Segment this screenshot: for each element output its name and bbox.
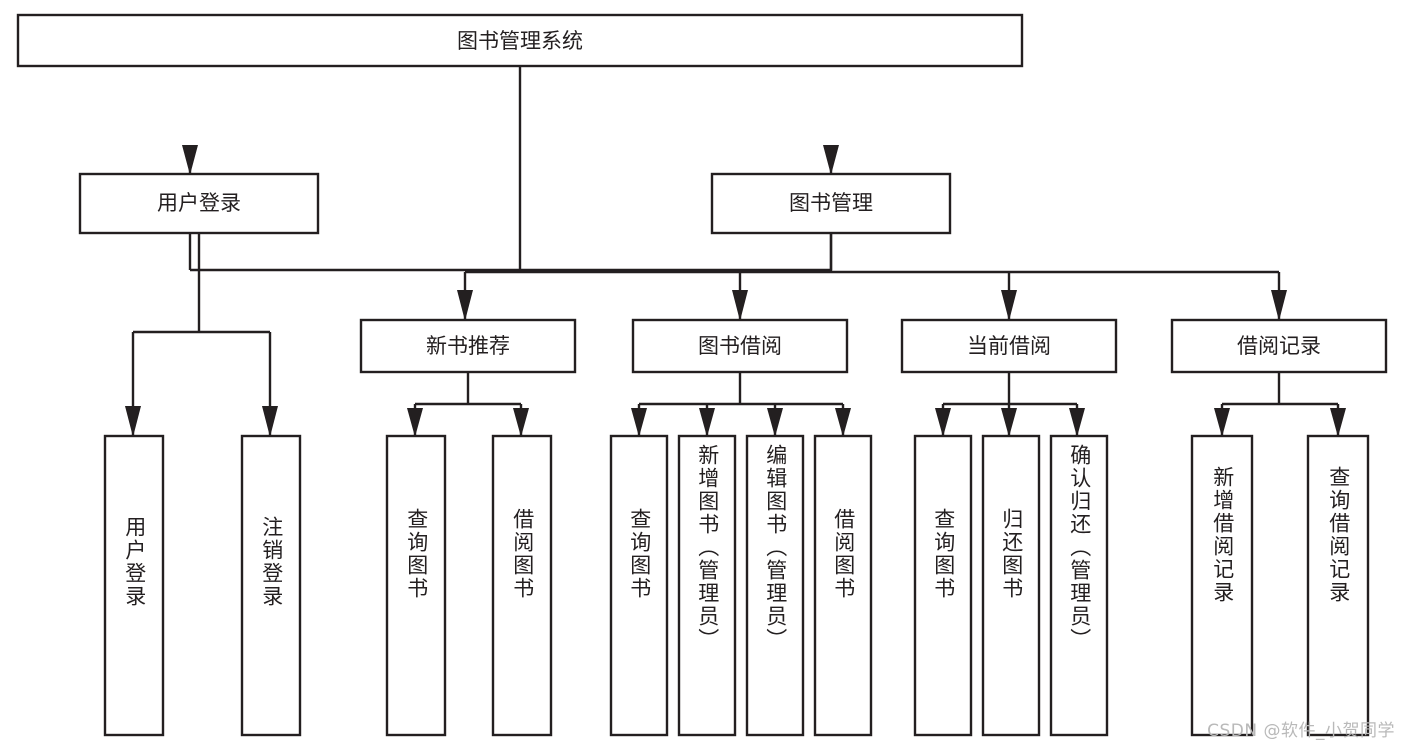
arrow-user-login [182, 145, 198, 175]
node-leaf-user-logout[interactable] [240, 434, 302, 737]
node-leaf-edit-book[interactable] [745, 434, 805, 737]
node-current-borrow[interactable] [900, 318, 1118, 374]
arrow-book-manage [823, 145, 839, 175]
node-user-login-label: 用户登录 [157, 191, 241, 215]
node-borrow-record-label: 借阅记录 [1237, 334, 1321, 358]
node-leaf-user-login[interactable] [103, 434, 165, 737]
node-book-manage-label: 图书管理 [789, 191, 873, 215]
node-root[interactable] [16, 13, 1024, 68]
arrow-leaf-confirm-return [1069, 408, 1085, 437]
node-current-borrow-label: 当前借阅 [967, 334, 1051, 358]
arrow-leaf-return-book [1001, 408, 1017, 437]
node-leaf-return-book[interactable] [981, 434, 1041, 737]
arrow-leaf-borrow-book-1 [513, 408, 529, 437]
arrow-leaf-edit-book [767, 408, 783, 437]
edges-group [125, 66, 1346, 437]
node-book-borrow-label: 图书借阅 [698, 334, 782, 358]
node-user-login[interactable] [78, 172, 320, 235]
arrow-current-borrow [1001, 290, 1017, 321]
arrow-leaf-add-book [699, 408, 715, 437]
arrow-leaf-user-login [125, 406, 141, 437]
node-leaf-confirm-return[interactable] [1049, 434, 1109, 737]
node-leaf-query-book-3[interactable] [913, 434, 973, 737]
arrow-leaf-query-book-3 [935, 408, 951, 437]
arrow-leaf-add-record [1214, 408, 1230, 437]
node-leaf-borrow-book-1[interactable] [491, 434, 553, 737]
arrow-leaf-query-book-2 [631, 408, 647, 437]
node-leaf-borrow-book-2[interactable] [813, 434, 873, 737]
node-book-manage[interactable] [710, 172, 952, 235]
arrow-leaf-user-logout [262, 406, 278, 437]
node-leaf-add-book[interactable] [677, 434, 737, 737]
nodes-group: 图书管理系统 用户登录 图书管理 新书推荐 图书借阅 当前借阅 借阅记录 [16, 13, 1388, 737]
arrow-leaf-borrow-book-2 [835, 408, 851, 437]
node-new-book-recommend-label: 新书推荐 [426, 334, 510, 358]
node-borrow-record[interactable] [1170, 318, 1388, 374]
arrow-borrow-record [1271, 290, 1287, 321]
csdn-watermark: CSDN @软件_小贺同学 [1207, 721, 1395, 741]
arrow-leaf-query-book-1 [407, 408, 423, 437]
node-leaf-query-book-1[interactable] [385, 434, 447, 737]
node-leaf-query-book-2[interactable] [609, 434, 669, 737]
arrow-leaf-query-record [1330, 408, 1346, 437]
node-root-label: 图书管理系统 [457, 29, 583, 53]
node-leaf-add-record[interactable] [1190, 434, 1254, 737]
node-leaf-query-record[interactable] [1306, 434, 1370, 737]
arrow-book-borrow [732, 290, 748, 321]
node-new-book-recommend[interactable] [359, 318, 577, 374]
arrow-new-book-recommend [457, 290, 473, 321]
node-book-borrow[interactable] [631, 318, 849, 374]
